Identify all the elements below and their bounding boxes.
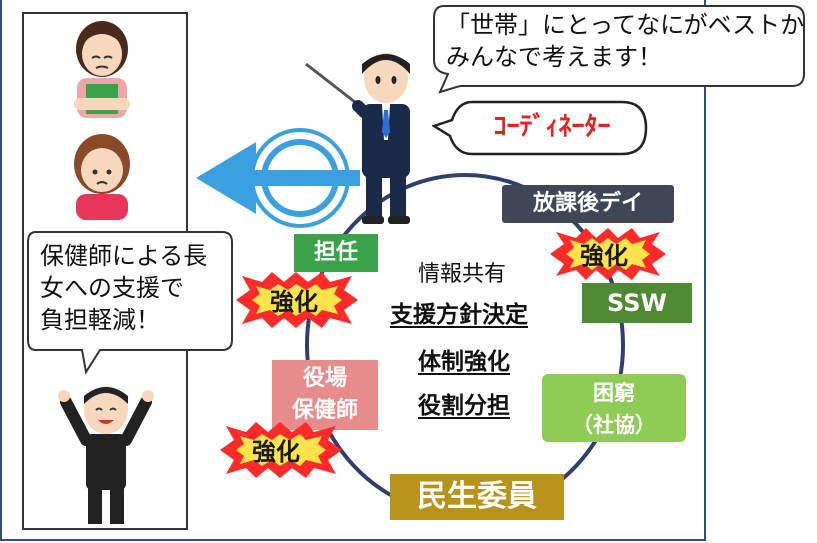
node-health-line2: 保健師 bbox=[291, 398, 358, 423]
center-policy: 支援方針決定 bbox=[390, 302, 528, 328]
node-ssw: SSW bbox=[582, 283, 692, 323]
top-speech-bubble-shape bbox=[433, 5, 805, 94]
node-after-school: 放課後デイ bbox=[502, 185, 674, 223]
node-poverty-line2: （社協） bbox=[572, 413, 656, 437]
blocked-arrow bbox=[196, 128, 360, 228]
node-public-health-nurse: 役場 保健師 bbox=[272, 360, 378, 430]
node-poverty: 困窮 （社協） bbox=[542, 374, 686, 442]
son-illustration bbox=[58, 386, 154, 524]
strengthen-label-teacher: 強化 bbox=[270, 288, 318, 316]
top-speech-text: 「世帯」にとってなにがベストか みんなで考えます！ bbox=[446, 9, 806, 73]
node-welfare-commissioner: 民生委員 bbox=[390, 474, 564, 520]
node-poverty-line1: 困窮 bbox=[593, 381, 635, 405]
center-structure: 体制強化 bbox=[418, 349, 510, 375]
left-speech-line3: 負担軽減！ bbox=[40, 306, 160, 334]
coordinator-label: ｺｰﾃﾞｨﾈｰﾀｰ bbox=[493, 112, 611, 142]
left-speech-line1: 保健師による長 bbox=[40, 242, 208, 270]
left-speech-bubble-shape bbox=[27, 231, 233, 375]
left-speech-line2: 女への支援で bbox=[40, 274, 184, 302]
strengthen-label-health: 強化 bbox=[252, 438, 300, 466]
mother-illustration bbox=[74, 21, 130, 118]
coordinator-bubble-shape bbox=[432, 100, 648, 156]
strengthen-label-afterschool: 強化 bbox=[580, 242, 628, 270]
node-homeroom-teacher: 担任 bbox=[294, 234, 378, 272]
left-speech-text: 保健師による長 女への支援で 負担軽減！ bbox=[40, 240, 230, 336]
top-speech-line2: みんなで考えます！ bbox=[446, 43, 662, 71]
diagram-frame bbox=[0, 0, 706, 541]
center-roles: 役割分担 bbox=[418, 393, 510, 419]
coordinator-illustration bbox=[305, 53, 410, 224]
center-info-share: 情報共有 bbox=[418, 262, 507, 287]
strengthen-burst-health bbox=[220, 422, 342, 478]
top-speech-line1: 「世帯」にとってなにがベストか bbox=[446, 11, 805, 39]
strengthen-burst-teacher bbox=[236, 272, 358, 328]
strengthen-burst-afterschool bbox=[550, 228, 666, 280]
daughter-illustration bbox=[74, 134, 130, 220]
node-health-line1: 役場 bbox=[302, 366, 347, 391]
